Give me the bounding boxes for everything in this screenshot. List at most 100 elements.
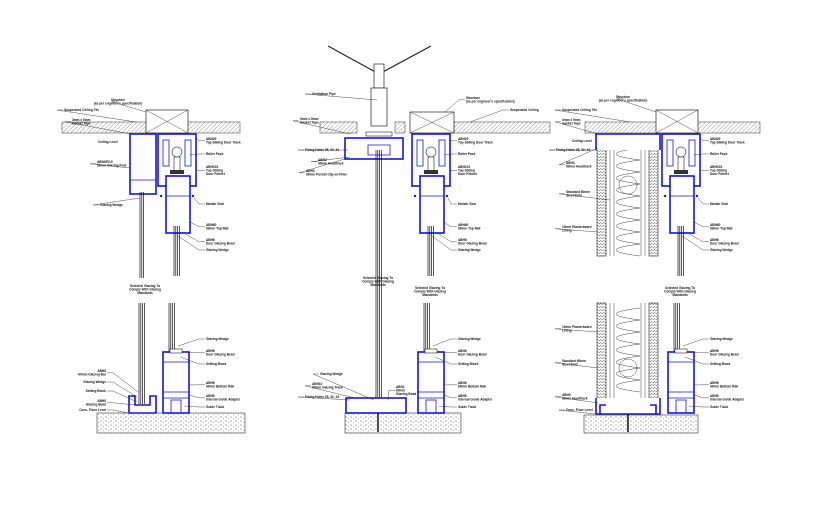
callout-label-line: ABH103: [710, 165, 722, 169]
callout-label: Structure(as per engineer's specificatio…: [599, 95, 648, 103]
glazing-track: [345, 397, 407, 414]
callout-label-line: Door Glazing Bead: [710, 353, 739, 357]
leader-line: [189, 221, 205, 228]
callout-label-line: 60mm Glazing Bar: [78, 373, 107, 377]
callout-label-line: ABH2: [318, 158, 327, 162]
callout-label-line: 60mm Headtrack: [562, 397, 588, 401]
callout-label: Suspended Ceiling: [510, 108, 539, 112]
pocket-clip-on-filler: [367, 144, 391, 156]
leader-line: [183, 351, 205, 353]
callout-label-line: Structure: [111, 98, 125, 102]
callout-label-line: Guide Track: [710, 405, 728, 409]
callout-label-line: 60mm Headtrack: [318, 162, 344, 166]
callout-label: Glazing Wedge: [206, 248, 229, 252]
leader-line: [443, 221, 457, 228]
structure-cross: [655, 109, 699, 134]
callout-label-line: Door Glazing Bead: [206, 242, 235, 246]
leader-line: [304, 385, 356, 399]
callout-label-line: ABH6: [710, 238, 719, 242]
callout-label-line: Ventilation Pipe: [312, 92, 336, 96]
callout-label-line: Glazing Wedge: [206, 337, 229, 341]
callout-label-line: Conc. Floor Level: [79, 408, 106, 412]
suspended-ceiling: [453, 121, 551, 134]
leader-line: [107, 381, 138, 398]
callout-label-line: Suspended Ceiling Tile: [64, 108, 99, 112]
callout-label: Mohair Seal: [458, 202, 476, 206]
leader-line: [558, 193, 611, 201]
callout-label-line: Mohair Seal: [458, 202, 476, 206]
callout-label-line: Setting Block: [458, 362, 479, 366]
callout-label-line: ABH6: [206, 238, 215, 242]
guide-track: [170, 399, 182, 414]
callout-label-line: Ceiling Level: [98, 140, 118, 144]
callout-label-line: ABH3: [566, 161, 575, 165]
callout-label: Glazing Wedge: [710, 248, 733, 252]
top-rail: [669, 175, 695, 234]
callout-label: Setting Block: [458, 362, 479, 366]
leader-line: [616, 98, 657, 113]
leader-line: [693, 221, 709, 228]
leader-line: [181, 231, 205, 243]
leader-line: [438, 405, 457, 408]
callout-label-line: Door Glazing Bead: [206, 353, 235, 357]
callout-label-line: Guide Track: [206, 405, 224, 409]
leader-line: [107, 372, 139, 393]
callout-label-line: 60mm Top Rail: [206, 227, 229, 231]
callout-label-line: Top Sliding: [710, 169, 727, 173]
callout-label-line: Glazing Bead: [396, 392, 416, 396]
callout-label-line: Structure: [466, 96, 480, 100]
callout-label: Ventilation Pipe: [312, 92, 336, 96]
leader-line: [447, 197, 457, 205]
glazing-channel: [128, 395, 157, 414]
bottom-rail: [162, 351, 190, 414]
callout-label-line: (as per engineer's specification): [466, 100, 515, 104]
callout-label-line: Gasket Tape: [562, 122, 581, 126]
callout-label-line: Conc. Floor Level: [566, 408, 593, 412]
callout-label: Guide Track: [458, 405, 476, 409]
leader-line: [432, 338, 457, 347]
callout-label-line: Glazing Bead: [86, 403, 106, 407]
roller-hanger-bolt: [677, 156, 685, 172]
callout-label: Glazing Wedge: [206, 337, 229, 341]
callout-label-line: ABH20: [206, 137, 217, 141]
callout-label-line: ABH6: [458, 349, 467, 353]
leader-line: [450, 170, 457, 171]
callout-label-line: Comply With Glazing: [129, 288, 161, 292]
bottom-headtrack: [595, 398, 661, 415]
callout-label: Glazing Wedge: [458, 248, 481, 252]
callout-label-line: Glazing Wedge: [458, 248, 481, 252]
callout-label-line: Ceiling Level: [572, 139, 592, 143]
bottom-rail: [667, 351, 695, 414]
concrete-floor: [583, 414, 699, 434]
callout-label-line: Glazing Wedge: [83, 380, 106, 384]
leader-line: [688, 405, 709, 408]
leader-line: [89, 163, 131, 169]
callout-label-line: ABH60: [710, 223, 721, 227]
callout-label-line: 10mm Plasterboard: [562, 325, 592, 329]
callout-label: Glazing Wedge: [100, 203, 123, 207]
setting-block: [424, 348, 438, 354]
leader-line: [387, 390, 395, 401]
leader-line: [554, 396, 599, 404]
callout-label-line: Setting Block: [710, 362, 731, 366]
leader-line: [554, 228, 599, 233]
leader-line: [682, 338, 709, 347]
callout-label-line: ABH6: [458, 381, 467, 385]
leader-line: [434, 356, 457, 365]
callout-label-line: Roller Pack: [710, 152, 728, 156]
